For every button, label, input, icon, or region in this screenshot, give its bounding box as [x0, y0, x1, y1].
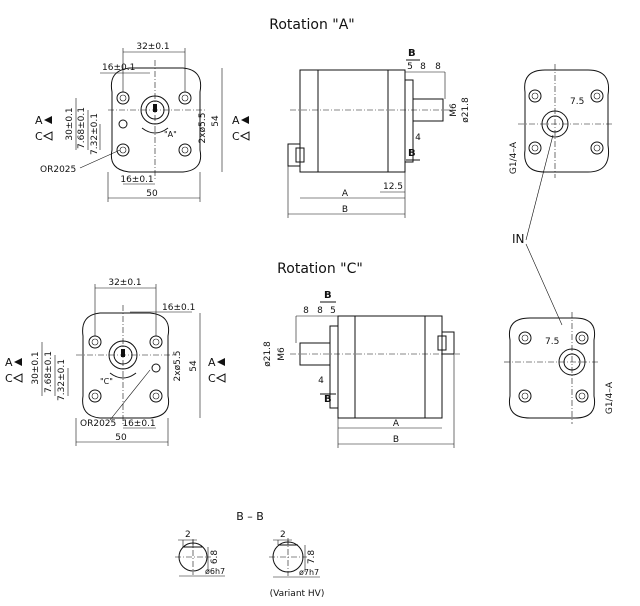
- left-dia: ø6h7: [205, 567, 225, 576]
- arrow-a-label-left: A: [35, 114, 43, 127]
- dim-54: 54: [189, 360, 199, 372]
- dim-8a: 8: [420, 62, 426, 72]
- dim-32: 32±0.1: [108, 278, 141, 288]
- front-view-rotation-c: 32±0.1 16±0.1 30±0.1 7.68±0.1 7.32±0.1 1…: [5, 278, 226, 446]
- dim-holes: 2xø5.5: [198, 113, 208, 144]
- arrow-a-label-right: A: [232, 114, 240, 127]
- back-view-rotation-a: 7.5 G1/4–A: [509, 64, 614, 178]
- dim-16-bottom: 16±0.1: [122, 419, 155, 429]
- dim-7-5: 7.5: [545, 337, 559, 347]
- section-title: B – B: [236, 510, 264, 523]
- dim-8b: 8: [435, 62, 441, 72]
- port-label: G1/4–A: [509, 141, 519, 174]
- in-label: IN: [512, 232, 525, 246]
- thread-m6: M6: [449, 103, 459, 117]
- right-dia: ø7h7: [299, 568, 319, 577]
- rotation-label: "C": [100, 377, 113, 386]
- title-rotation-c: Rotation "C": [277, 261, 363, 277]
- dim-7-32: 7.32±0.1: [57, 359, 67, 401]
- dim-5: 5: [407, 62, 413, 72]
- dim-b: B: [342, 205, 348, 215]
- dim-holes: 2xø5.5: [173, 351, 183, 382]
- side-view-rotation-c: B B 8 8 5 ø21.8 M6 4 A B: [263, 290, 460, 448]
- dim-8a: 8: [303, 306, 309, 316]
- dim-a: A: [393, 419, 400, 429]
- section-mark-bottom: B: [324, 394, 332, 405]
- dim-16-top: 16±0.1: [102, 63, 135, 73]
- dim-16-bottom: 16±0.1: [120, 175, 153, 185]
- oring-label: OR2025: [40, 165, 76, 175]
- section-mark-bottom: B: [408, 148, 416, 159]
- dia-21-8: ø21.8: [263, 341, 273, 367]
- dim-7-68: 7.68±0.1: [77, 107, 87, 149]
- dim-54: 54: [211, 115, 221, 127]
- dim-50: 50: [115, 433, 127, 443]
- arrow-a-label-right: A: [208, 356, 216, 369]
- dim-12-5: 12.5: [383, 182, 403, 192]
- dim-7-68: 7.68±0.1: [44, 351, 54, 393]
- oring-label: OR2025: [80, 419, 116, 429]
- dim-7-32: 7.32±0.1: [90, 113, 100, 155]
- dim-8b: 8: [317, 306, 323, 316]
- section-b-b: B – B 2 6.8 ø6h7 2 7.8 ø7h7 (Variant HV): [175, 510, 324, 599]
- dim-30: 30±0.1: [31, 351, 41, 384]
- dim-32: 32±0.1: [136, 42, 169, 52]
- left-dim-6-8: 6.8: [210, 550, 220, 565]
- dim-b: B: [393, 435, 399, 445]
- title-rotation-a: Rotation "A": [269, 17, 354, 33]
- side-view-rotation-a: B B 5 8 8 M6 ø21.8 4 12.5 A B: [287, 48, 471, 218]
- arrow-c-label-right: C: [232, 130, 240, 143]
- dim-a: A: [342, 189, 349, 199]
- dia-21-8: ø21.8: [461, 97, 471, 123]
- dim-7-5: 7.5: [570, 97, 584, 107]
- back-view-rotation-c: 7.5 G1/4–A: [504, 312, 615, 424]
- rotation-label: "A": [164, 130, 177, 139]
- thread-m6: M6: [277, 347, 287, 361]
- port-label: G1/4–A: [605, 381, 615, 414]
- right-dim-7-8: 7.8: [307, 550, 317, 565]
- variant-label: (Variant HV): [270, 589, 325, 599]
- arrow-c-label-left: C: [35, 130, 43, 143]
- dim-16-top: 16±0.1: [162, 303, 195, 313]
- left-dim-2: 2: [185, 530, 191, 540]
- arrow-a-label-left: A: [5, 356, 13, 369]
- section-mark-top: B: [408, 48, 416, 59]
- dim-5: 5: [330, 306, 336, 316]
- section-mark-top: B: [324, 290, 332, 301]
- arrow-c-label-right: C: [208, 372, 216, 385]
- dim-4: 4: [318, 376, 324, 386]
- right-dim-2: 2: [280, 530, 286, 540]
- arrow-c-label-left: C: [5, 372, 13, 385]
- dim-4: 4: [415, 133, 421, 143]
- dim-30: 30±0.1: [65, 107, 75, 140]
- front-view-rotation-a: 32±0.1 16±0.1 30±0.1 7.68±0.1 7.32±0.1 1…: [35, 42, 250, 202]
- dim-50: 50: [146, 189, 158, 199]
